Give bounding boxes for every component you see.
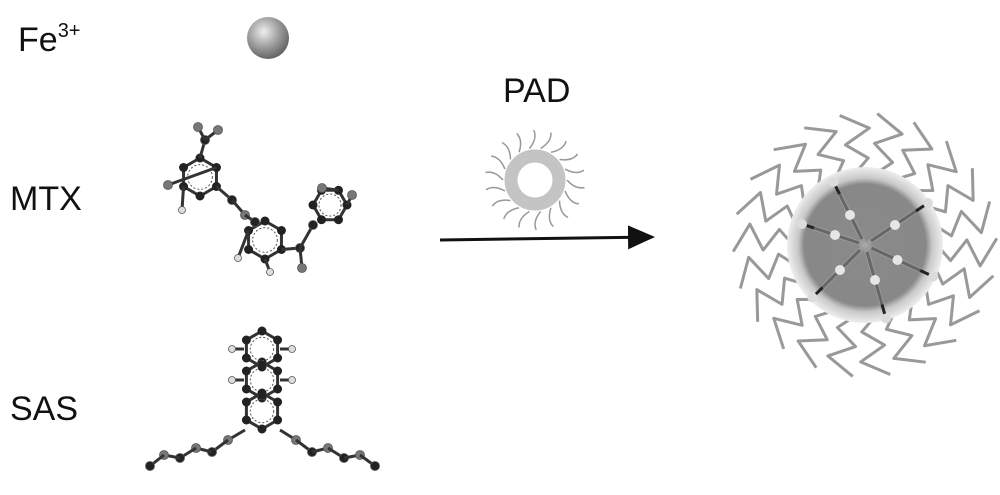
fe-label: Fe3+ [18, 20, 81, 60]
sas-molecule [145, 326, 380, 471]
sas-label: SAS [10, 390, 79, 428]
nanoparticle [731, 112, 999, 378]
fe-text: Fe [18, 21, 58, 59]
pad-label: PAD [503, 72, 571, 110]
fe-ion-sphere [247, 17, 289, 59]
pad-micelle [485, 129, 585, 231]
reaction-arrow [439, 225, 655, 250]
mtx-molecule [163, 122, 357, 276]
fe-charge: 3+ [57, 20, 81, 42]
mtx-label: MTX [10, 180, 82, 218]
